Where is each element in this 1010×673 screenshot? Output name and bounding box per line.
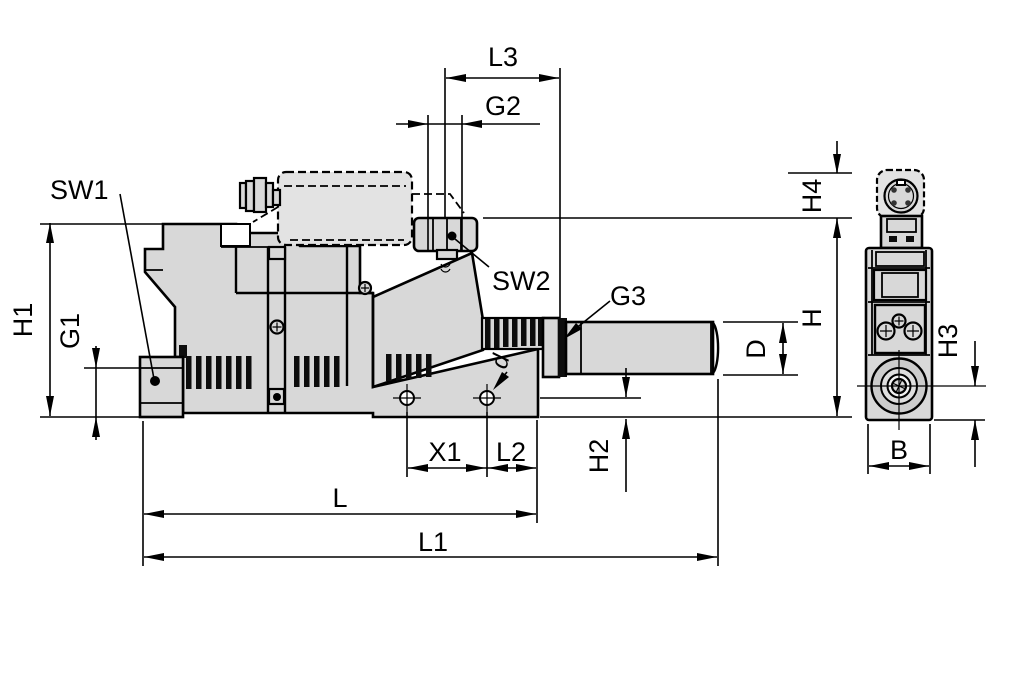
mounting-slot — [266, 245, 373, 412]
mounting-hole-2 — [473, 384, 501, 412]
d-hole-leader — [493, 371, 509, 390]
dim-label-d: D — [741, 339, 771, 359]
dim-label-h2: H2 — [584, 439, 614, 474]
dim-h4-h — [483, 141, 985, 421]
dim-x1-l2 — [406, 412, 538, 523]
dim-label-h4: H4 — [797, 179, 827, 214]
dim-label-g1: G1 — [55, 313, 85, 349]
rib-section-mid — [294, 356, 340, 387]
end-view — [857, 168, 986, 430]
dim-l — [142, 421, 536, 566]
dimensions — [40, 68, 985, 566]
dim-g1 — [84, 346, 140, 440]
side-view — [138, 170, 720, 419]
body-internal-lines — [234, 225, 375, 387]
dim-d — [723, 321, 798, 376]
rib-section-left — [186, 356, 252, 389]
dim-label-h1: H1 — [8, 303, 38, 338]
sw2-leader — [447, 231, 490, 268]
pilot-valve-dashed — [252, 170, 465, 247]
pin — [905, 200, 911, 206]
dim-label-g2: G2 — [485, 91, 521, 121]
latch-detail — [179, 345, 187, 358]
pin — [891, 200, 897, 206]
g3-leader — [564, 300, 611, 339]
pin — [905, 187, 911, 193]
dim-g2 — [396, 115, 540, 250]
dim-label-h: H — [797, 308, 827, 328]
dim-h3 — [971, 341, 979, 467]
dim-label-b: B — [890, 435, 908, 465]
end-body — [857, 214, 986, 430]
dim-label-l3: L3 — [488, 42, 518, 72]
dim-h2 — [540, 368, 641, 492]
dim-label-l: L — [332, 483, 347, 513]
dim-label-l1: L1 — [418, 527, 448, 557]
cylinder-rod — [541, 316, 720, 379]
rib-section-right — [386, 354, 432, 381]
sw1-hex-fitting — [138, 355, 185, 419]
dim-l1 — [144, 379, 719, 566]
mounting-hole-1 — [393, 384, 421, 412]
sw1-leader — [119, 193, 160, 386]
g3-thread — [480, 316, 546, 351]
dim-label-sw1: SW1 — [50, 175, 109, 205]
dim-l3 — [444, 68, 561, 318]
dim-label-l2: L2 — [496, 437, 526, 467]
cable-connector — [238, 176, 282, 214]
top-recess — [220, 223, 251, 247]
labels: SW1 L3 G2 SW2 G3 H1 G1 H4 H D H2 H3 X1 L… — [8, 42, 963, 557]
dim-label-x1: X1 — [428, 437, 461, 467]
pin — [891, 187, 897, 193]
dim-label-g3: G3 — [610, 281, 646, 311]
dim-label-h3: H3 — [933, 324, 963, 359]
end-connector — [875, 168, 926, 220]
dim-label-sw2: SW2 — [492, 266, 551, 296]
dim-b — [867, 424, 931, 474]
dim-h1 — [40, 223, 163, 418]
